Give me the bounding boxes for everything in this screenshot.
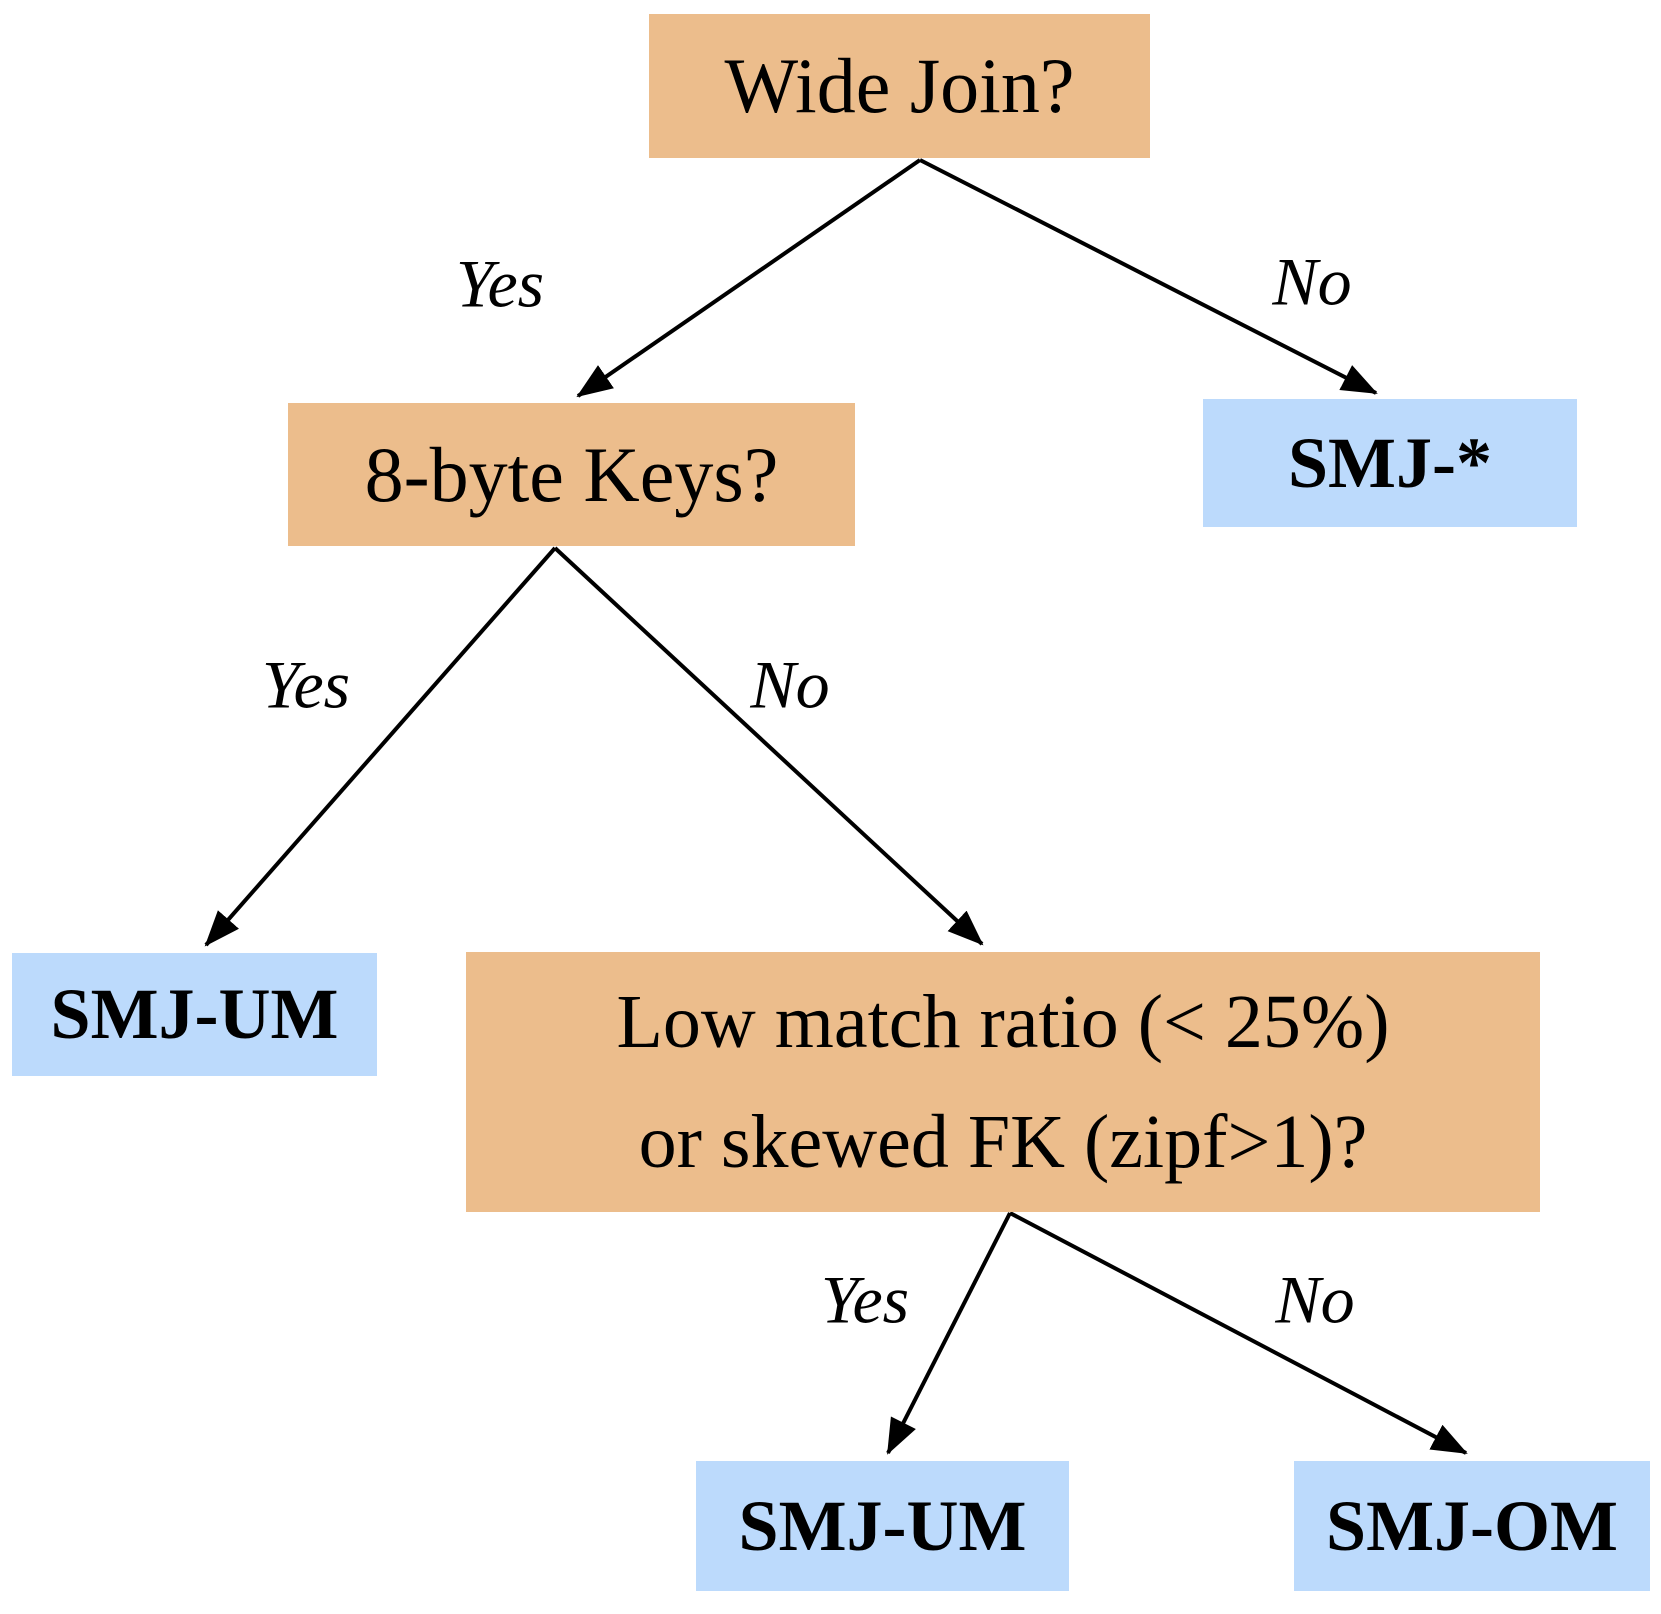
- edge-byte-keys-yes-arrow: [204, 546, 557, 947]
- node-low-match-line2: or skewed FK (zipf>1)?: [638, 1100, 1368, 1184]
- edge-byte-keys-no-arrow: [553, 546, 984, 946]
- edge-wide-join-yes-arrow: [576, 158, 922, 398]
- edge-label-low-match-yes: Yes: [820, 1261, 910, 1338]
- edge-label-byte-keys-no: No: [750, 646, 830, 723]
- edge-low-match-yes-arrow: [886, 1212, 1012, 1455]
- node-8-byte-keys: 8-byte Keys?: [288, 403, 855, 546]
- edge-label-low-match-no: No: [1275, 1261, 1355, 1338]
- node-smj-um-bottom: SMJ-UM: [696, 1461, 1069, 1591]
- node-smj-um-left: SMJ-UM: [12, 953, 377, 1076]
- edge-label-wide-join-no: No: [1272, 243, 1352, 320]
- node-smj-om: SMJ-OM: [1294, 1461, 1650, 1591]
- node-low-match-line1: Low match ratio (< 25%): [616, 979, 1390, 1064]
- node-wide-join: Wide Join?: [649, 14, 1150, 158]
- edge-low-match-no-arrow: [1009, 1211, 1468, 1455]
- edge-label-byte-keys-yes: Yes: [261, 646, 351, 723]
- edge-label-wide-join-yes: Yes: [455, 245, 545, 322]
- node-smj-star: SMJ-*: [1203, 399, 1577, 527]
- edge-wide-join-no-arrow: [919, 158, 1378, 395]
- node-low-match: Low match ratio (< 25%) or skewed FK (zi…: [466, 952, 1540, 1212]
